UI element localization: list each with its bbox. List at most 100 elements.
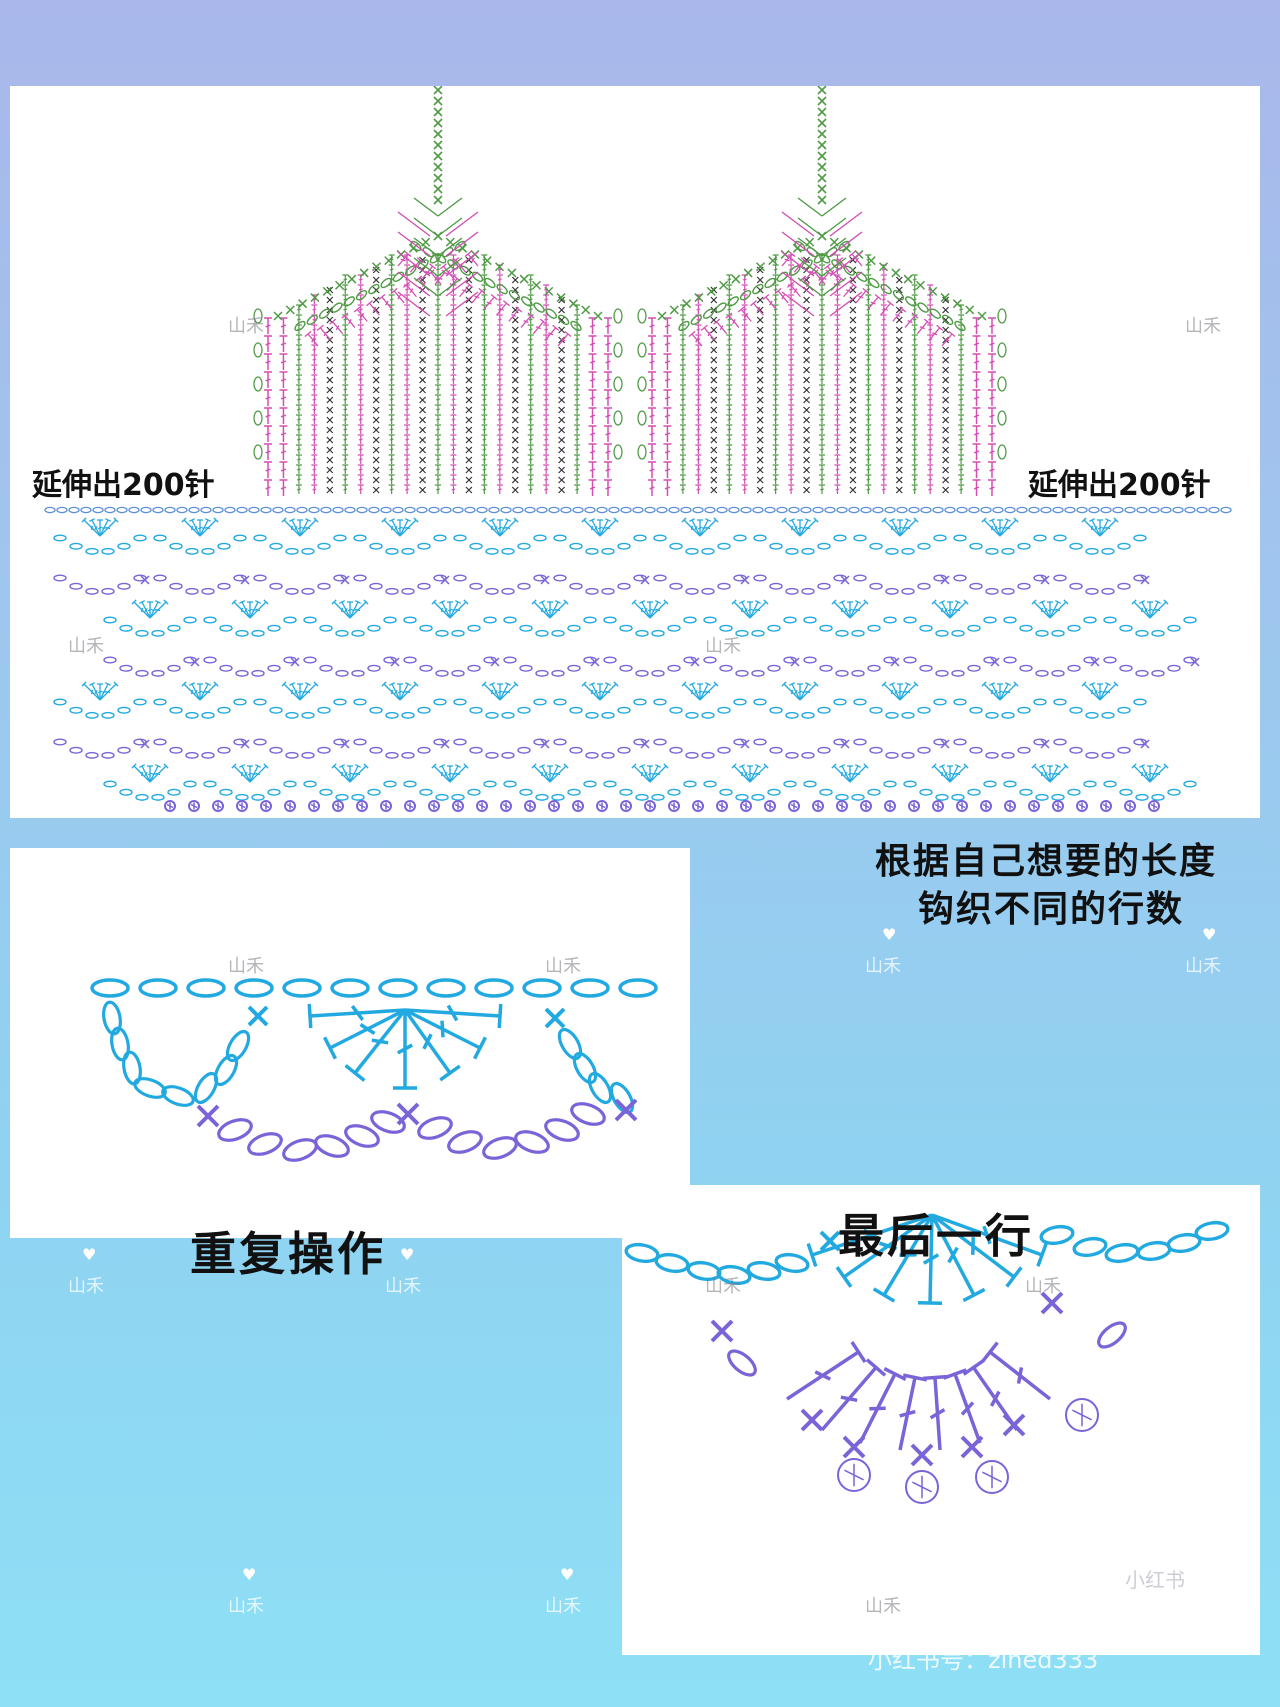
chain-stitch	[985, 547, 999, 555]
chain-stitch	[917, 746, 931, 754]
chain-stitch	[585, 711, 599, 719]
chain-stitch	[151, 669, 165, 677]
single-crochet-stitch	[558, 386, 566, 394]
double-crochet-stitch	[1039, 764, 1051, 783]
chain-stitch	[330, 978, 370, 998]
double-crochet-stitch	[450, 364, 457, 374]
double-crochet-stitch	[527, 374, 534, 384]
picot-stitch	[1065, 1398, 1099, 1432]
chain-stitch	[383, 616, 397, 624]
double-crochet-stitch	[481, 354, 488, 364]
double-crochet-stitch	[663, 407, 672, 424]
double-crochet-stitch	[927, 324, 934, 334]
double-crochet-stitch	[726, 484, 733, 494]
chain-stitch	[835, 669, 849, 677]
double-crochet-stitch	[679, 444, 686, 454]
chain-stitch	[101, 587, 115, 595]
double-crochet-stitch	[648, 425, 656, 442]
single-crochet-stitch	[372, 276, 380, 284]
chain-stitch	[956, 506, 968, 514]
double-crochet-stitch	[788, 434, 795, 444]
chain-stitch	[164, 506, 176, 514]
chain-stitch	[435, 629, 449, 637]
single-crochet-stitch	[511, 486, 519, 494]
chain-stitch	[1148, 506, 1160, 514]
chain-stitch	[102, 1000, 122, 1036]
double-crochet-stitch	[834, 424, 841, 434]
chain-stitch	[585, 751, 599, 759]
double-crochet-stitch	[311, 484, 318, 494]
chain-stitch	[522, 978, 562, 998]
double-crochet-stitch	[497, 683, 503, 700]
chain-stitch	[332, 506, 344, 514]
single-crochet-stitch	[1140, 739, 1150, 749]
chain-stitch	[1001, 587, 1015, 595]
single-crochet-stitch	[556, 293, 566, 303]
chain-stitch	[569, 706, 583, 714]
chain-stitch	[701, 547, 715, 555]
double-crochet-stitch	[1131, 763, 1151, 783]
chain-stitch	[983, 616, 997, 624]
chain-stitch	[867, 788, 881, 796]
length-note-line2: 钩织不同的行数	[918, 889, 1185, 930]
double-crochet-stitch	[342, 474, 349, 484]
chain-stitch	[351, 669, 365, 677]
chain-stitch	[883, 616, 897, 624]
double-crochet-stitch	[344, 1008, 407, 1082]
single-crochet-stitch	[710, 486, 718, 494]
chain-stitch	[601, 711, 615, 719]
double-crochet-stitch	[339, 600, 351, 619]
chain-stitch	[508, 290, 521, 301]
single-crochet-stitch	[558, 356, 566, 364]
double-crochet-stitch	[543, 384, 550, 394]
single-crochet-stitch	[756, 396, 764, 404]
double-crochet-stitch	[527, 284, 534, 294]
double-crochet-stitch	[289, 518, 301, 537]
chain-stitch	[203, 656, 217, 664]
double-crochet-stitch	[739, 600, 751, 619]
single-crochet-stitch	[419, 466, 426, 474]
single-crochet-stitch	[895, 436, 903, 444]
chain-stitch	[785, 587, 799, 595]
double-crochet-stitch	[295, 364, 302, 374]
double-crochet-stitch	[496, 364, 503, 374]
chain-stitch	[727, 1349, 757, 1377]
chain-stitch	[560, 506, 572, 514]
chain-stitch	[253, 342, 263, 358]
double-crochet-stitch	[496, 434, 503, 444]
double-crochet-stitch	[762, 294, 777, 310]
chain-stitch	[69, 542, 83, 550]
double-crochet-stitch	[311, 414, 318, 424]
double-crochet-stitch	[911, 394, 918, 404]
double-crochet-stitch	[726, 324, 733, 334]
chain-stitch	[253, 738, 267, 746]
double-crochet-stitch	[481, 484, 488, 494]
double-crochet-stitch	[1139, 600, 1151, 619]
double-crochet-stitch	[527, 454, 534, 464]
double-crochet-stitch	[342, 374, 349, 384]
double-crochet-stitch	[958, 374, 965, 384]
single-crochet-stitch	[710, 356, 718, 364]
double-crochet-stitch	[819, 444, 825, 454]
single-crochet-stitch	[803, 356, 810, 364]
single-crochet-stitch	[190, 657, 200, 667]
chain-stitch	[56, 506, 68, 514]
double-crochet-stitch	[958, 434, 965, 444]
double-crochet-stitch	[880, 394, 887, 404]
chain-stitch	[367, 788, 381, 796]
chain-stitch	[613, 444, 623, 460]
double-crochet-stitch	[865, 474, 872, 484]
double-crochet-stitch	[772, 334, 779, 344]
chain-stitch	[1167, 788, 1181, 796]
double-crochet-stitch	[181, 517, 201, 537]
double-crochet-stitch	[342, 324, 349, 334]
double-crochet-stitch	[726, 444, 733, 454]
single-crochet-stitch	[326, 356, 334, 364]
double-crochet-stitch	[342, 414, 349, 424]
chain-stitch	[619, 624, 633, 632]
single-crochet-stitch	[433, 162, 443, 172]
single-crochet-stitch	[326, 436, 334, 444]
single-crochet-stitch	[710, 436, 718, 444]
chain-stitch	[369, 542, 383, 550]
chain-stitch	[617, 542, 631, 550]
